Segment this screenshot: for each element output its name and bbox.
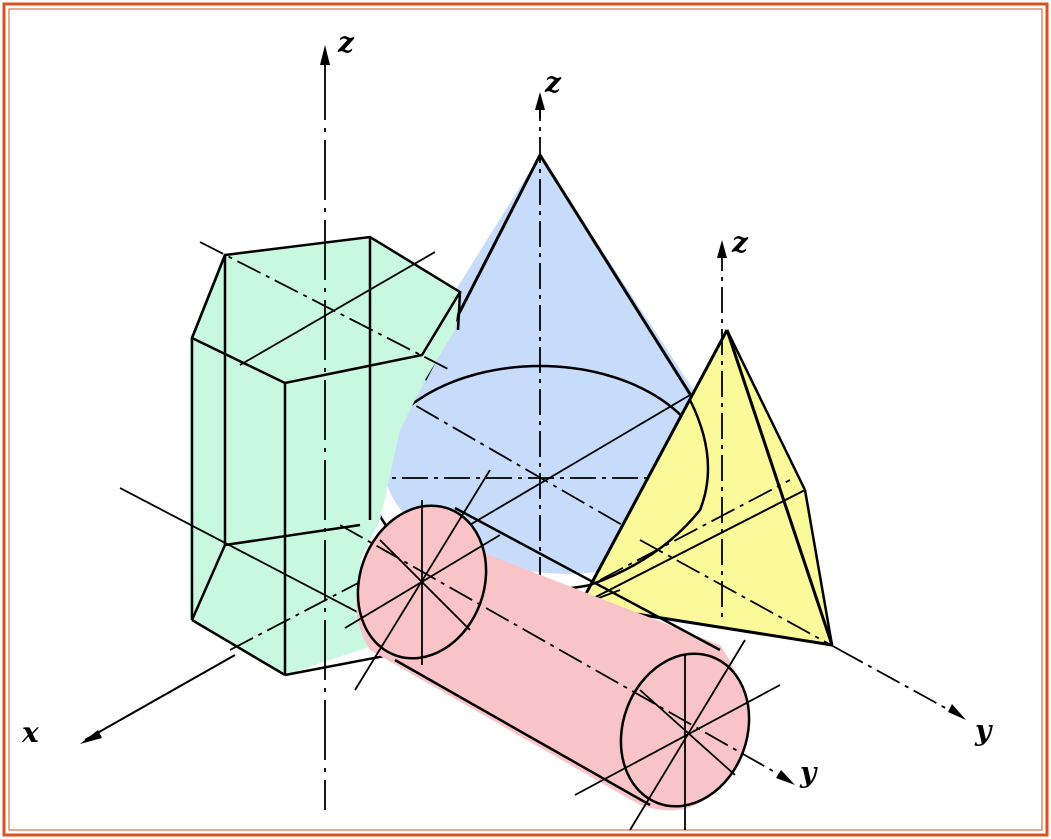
cone-ellipse-right-arc bbox=[589, 399, 710, 587]
axis-label-y-pyramid: y bbox=[974, 714, 993, 747]
axis-label-z-left: z bbox=[337, 26, 355, 59]
left-z-axis bbox=[320, 45, 330, 810]
frame-inner-border bbox=[8, 8, 1043, 831]
cylinder bbox=[339, 469, 795, 831]
axis-label-z-pyramid: z bbox=[731, 226, 749, 259]
axis-label-z-cone: z bbox=[544, 66, 562, 99]
axis-label-y-cylinder: y bbox=[799, 756, 818, 789]
hexagonal-prism bbox=[119, 235, 462, 677]
x-axis bbox=[80, 654, 236, 744]
cone-fill bbox=[382, 155, 704, 574]
axis-label-x: x bbox=[21, 716, 39, 749]
prism-fill bbox=[190, 237, 460, 675]
